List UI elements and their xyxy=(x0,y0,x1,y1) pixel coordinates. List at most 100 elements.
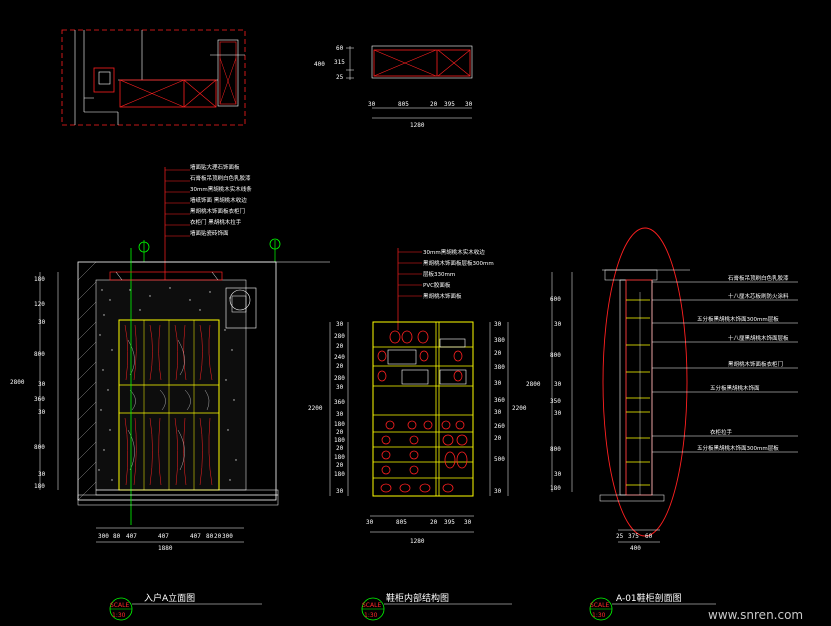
section-note: 五分板黑胡桃木饰面 xyxy=(710,384,760,392)
section-dim-v: 30 xyxy=(554,471,562,478)
cabinet-note: PVC胶面板 xyxy=(423,281,451,289)
title-block-cabinet: SCALE 1:30 鞋柜内部结构图 xyxy=(361,592,512,621)
elevation-dim-v-total: 2800 xyxy=(10,379,25,386)
plan-dim-w: 30 xyxy=(368,101,376,108)
top-cabinet-plan: 60 315 25 400 30 805 20 395 30 1280 xyxy=(314,45,473,129)
cabinet-dim-v: 20 xyxy=(336,429,344,436)
cabinet-dim-h: 30 xyxy=(464,519,472,526)
section-dim-v-total: 2800 xyxy=(526,381,541,388)
elevation-dim-v: 30 xyxy=(38,471,46,478)
elevation-dim-v: 30 xyxy=(38,319,46,326)
elevation-dim-h-total: 1880 xyxy=(158,545,173,552)
plan-dim-h: 60 xyxy=(336,45,344,52)
plan-dim-w: 20 xyxy=(430,101,438,108)
scale-label: SCALE xyxy=(590,602,609,609)
section-dim-h-total: 400 xyxy=(630,545,641,552)
drawing-title: 入户A立面图 xyxy=(144,592,195,604)
shoe-box xyxy=(387,338,467,385)
detail-callout xyxy=(602,227,688,537)
cabinet-dim-v: 360 xyxy=(334,399,345,406)
cabinet-interior: 30mm黑胡桃木实木收边 黑胡桃木饰面板层板300mm 层板330mm PVC胶… xyxy=(308,248,527,545)
cabinet-dim-v: 180 xyxy=(334,454,345,461)
cabinet-dim-v-total: 2200 xyxy=(308,405,323,412)
elevation-dim-v: 30 xyxy=(38,381,46,388)
cabinet-dim-v: 240 xyxy=(334,354,345,361)
elevation-note: 衣柜门 黑胡桃木拉手 xyxy=(190,218,242,226)
cabinet-dim-v: 30 xyxy=(494,409,502,416)
cabinet-dim-v: 30 xyxy=(494,321,502,328)
section-dim-h: 25 xyxy=(616,533,624,540)
scale-label: SCALE xyxy=(110,602,129,609)
section-note: 衣柜拉手 xyxy=(710,428,733,436)
section-dim-v: 30 xyxy=(554,410,562,417)
section-marker-icon xyxy=(138,241,150,253)
watermark: www.snren.com xyxy=(708,608,803,622)
cabinet-dim-v: 30 xyxy=(336,488,344,495)
elevation-dim-v: 180 xyxy=(34,483,45,490)
elevation-note: 墙面贴大理石饰面板 xyxy=(190,163,240,171)
elevation-note: 墙面贴瓷砖饰面 xyxy=(190,229,229,237)
cabinet-dim-v: 20 xyxy=(336,462,344,469)
section-dim-v: 800 xyxy=(550,352,561,359)
title-block-section: SCALE 1:30 A-01鞋柜剖面图 xyxy=(589,592,716,621)
plan-dim-w: 30 xyxy=(465,101,473,108)
elevation-dim-v: 180 xyxy=(34,276,45,283)
cabinet-note: 黑胡桃木饰面板层板300mm xyxy=(423,259,494,267)
cabinet-dim-h-total: 1280 xyxy=(410,538,425,545)
section-dim-v: 30 xyxy=(554,321,562,328)
cabinet-note: 30mm黑胡桃木实木收边 xyxy=(423,248,485,256)
plan-dim-w: 805 xyxy=(398,101,409,108)
elevation-note: 墙纸饰面 黑胡桃木收边 xyxy=(190,196,247,204)
cabinet-dim-v: 180 xyxy=(334,471,345,478)
plan-dim-h-total: 400 xyxy=(314,61,325,68)
cabinet-dim-v: 380 xyxy=(494,337,505,344)
plan-dim-w-total: 1280 xyxy=(410,122,425,129)
section-dim-v: 350 xyxy=(550,398,561,405)
elevation-notes: 墙面贴大理石饰面板 石膏板吊顶刷白色乳胶漆 30mm黑胡桃木实木线条 墙纸饰面 … xyxy=(165,163,252,237)
cabinet-left-dims: 30 280 20 240 20 280 30 360 30 180 20 18… xyxy=(334,321,345,495)
section-note: 十八厘黑胡桃木饰面层板 xyxy=(728,334,789,342)
elevation-note: 石膏板吊顶刷白色乳胶漆 xyxy=(190,174,251,182)
section-notes: 石膏板吊顶刷白色乳胶漆 十八厘木芯板刷防火涂料 五分板黑胡桃木饰面300mm层板… xyxy=(652,274,798,453)
cabinet-dim-v: 380 xyxy=(494,364,505,371)
drawing-title: 鞋柜内部结构图 xyxy=(386,592,449,604)
plan-dim-h: 315 xyxy=(334,59,345,66)
cabinet-dim-v: 260 xyxy=(494,423,505,430)
cabinet-notes: 30mm黑胡桃木实木收边 黑胡桃木饰面板层板300mm 层板330mm PVC胶… xyxy=(398,248,494,300)
section-note: 五分板黑胡桃木饰面300mm层板 xyxy=(697,444,779,452)
elevation-dim-v: 800 xyxy=(34,444,45,451)
cabinet-dim-v: 30 xyxy=(494,380,502,387)
cabinet-dim-v: 30 xyxy=(336,384,344,391)
section-note: 石膏板吊顶刷白色乳胶漆 xyxy=(728,274,789,282)
cabinet-right-dims: 30 380 20 380 30 360 30 260 20 500 30 xyxy=(494,321,505,495)
cabinet-note: 层板330mm xyxy=(423,270,455,278)
section-dim-v: 30 xyxy=(554,381,562,388)
section-note: 黑胡桃木饰面板衣柜门 xyxy=(728,360,783,368)
plan-dim-h: 25 xyxy=(336,74,344,81)
shoe-icon xyxy=(377,330,468,493)
elevation-note: 黑胡桃木饰面板衣柜门 xyxy=(190,207,245,215)
cabinet-dim-v: 500 xyxy=(494,456,505,463)
elevation-dim-v: 30 xyxy=(38,409,46,416)
scale-value: 1:30 xyxy=(364,612,378,619)
scale-value: 1:30 xyxy=(112,612,126,619)
cabinet-section: 石膏板吊顶刷白色乳胶漆 十八厘木芯板刷防火涂料 五分板黑胡桃木饰面300mm层板… xyxy=(526,227,798,552)
section-dim-h: 60 xyxy=(645,533,653,540)
elevation-dim-h: 407 xyxy=(190,533,201,540)
cabinet-dim-v: 180 xyxy=(334,421,345,428)
cabinet-dim-v: 20 xyxy=(336,363,344,370)
cabinet-dim-v: 30 xyxy=(336,321,344,328)
cabinet-dim-v-total: 2200 xyxy=(512,405,527,412)
elevation-dim-h: 407 xyxy=(126,533,137,540)
cabinet-dim-v: 20 xyxy=(336,343,344,350)
elevation-dim-h: 300 xyxy=(98,533,109,540)
cabinet-dim-v: 360 xyxy=(494,397,505,404)
cabinet-dim-v: 280 xyxy=(334,333,345,340)
elevation-dim-v: 120 xyxy=(34,301,45,308)
cabinet-dim-v: 280 xyxy=(334,375,345,382)
scale-value: 1:30 xyxy=(592,612,606,619)
section-marker-icon xyxy=(269,238,281,250)
scale-label: SCALE xyxy=(362,602,381,609)
cabinet-dim-h: 20 xyxy=(430,519,438,526)
